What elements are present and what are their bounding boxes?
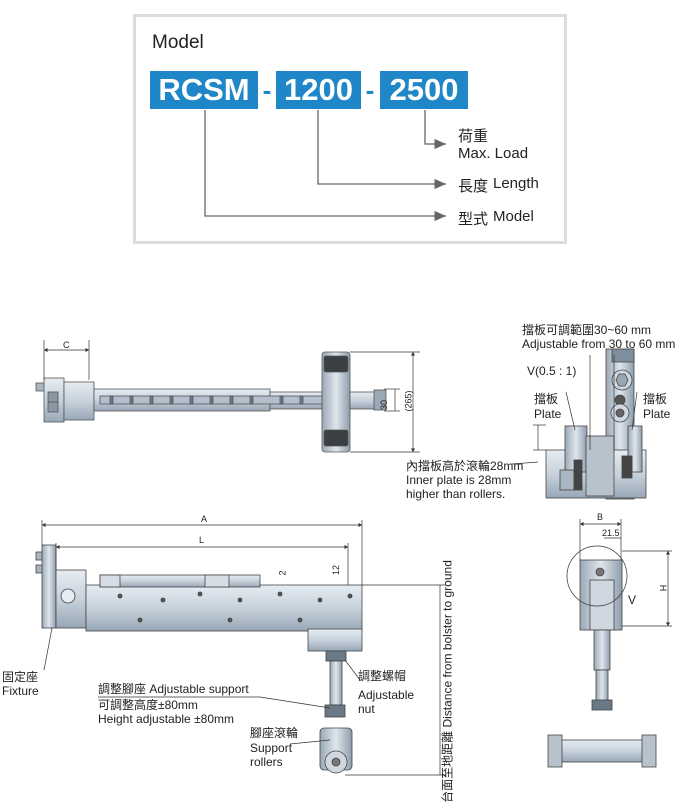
adjust-range-en: Adjustable from 30 to 60 mm	[522, 337, 676, 351]
view-v-marker: V	[628, 593, 637, 607]
model-type-code: RCSM	[150, 71, 258, 109]
legend-model-zh: 型式	[458, 211, 489, 228]
support-rollers-en-2: rollers	[250, 755, 283, 769]
plate-left-zh: 擋板	[534, 392, 559, 406]
distance-to-ground-label: 台面至地距離 Distance from bolster to ground	[440, 560, 455, 803]
top-view-drawing	[35, 351, 387, 453]
fixture-zh: 固定座	[2, 670, 39, 684]
support-rollers-en-1: Support	[250, 741, 293, 755]
dim-21-5-label: 21.5	[602, 528, 620, 538]
fixture-en: Fixture	[2, 684, 39, 698]
dim-2-label: 2	[277, 570, 288, 576]
code-dash-1: -	[262, 75, 272, 105]
height-adjust-en: Height adjustable ±80mm	[98, 712, 234, 726]
inner-plate-zh: 內擋板高於滾輪28mm	[406, 459, 524, 473]
top-view-dimensions	[43, 340, 420, 453]
adjustable-nut-en-2: nut	[358, 702, 375, 716]
legend-load-zh: 荷重	[458, 128, 489, 145]
inner-plate-en-2: higher than rollers.	[406, 487, 506, 501]
legend-model-en: Model	[493, 208, 534, 225]
plate-left-en: Plate	[534, 407, 562, 421]
adjustable-support-label: 調整腳座 Adjustable support	[98, 682, 249, 696]
dim-265-label: (265)	[403, 390, 414, 412]
detail-scale-label: V(0.5 : 1)	[527, 364, 577, 378]
model-title: Model	[152, 32, 204, 53]
plate-right-en: Plate	[643, 407, 671, 421]
detail-view-leaders	[511, 355, 638, 465]
side-view-dimensions	[41, 520, 446, 776]
side-view-drawing	[35, 544, 363, 774]
front-view-drawing	[547, 559, 657, 768]
dim-h-label: H	[658, 584, 669, 592]
dim-30-label: 30	[379, 399, 390, 411]
legend-load-en: Max. Load	[458, 145, 529, 162]
legend-length-en: Length	[493, 175, 539, 192]
adjustable-nut-zh: 調整螺帽	[358, 669, 407, 683]
front-view-dimensions	[566, 519, 672, 627]
load-code: 2500	[380, 71, 468, 109]
dim-b-label: B	[597, 512, 604, 522]
plate-right-zh: 擋板	[643, 392, 668, 406]
legend-length-zh: 長度	[458, 178, 489, 195]
detail-view-drawing	[545, 348, 647, 500]
height-adjust-zh: 可調整高度±80mm	[98, 698, 198, 712]
adjust-range-zh: 擋板可調範圍30~60 mm	[522, 323, 652, 337]
dim-c-label: C	[63, 340, 70, 350]
inner-plate-en-1: Inner plate is 28mm	[406, 473, 512, 487]
length-code: 1200	[276, 71, 361, 109]
dim-l-label: L	[199, 535, 205, 545]
dim-a-label: A	[201, 514, 208, 524]
model-legend-arrows	[204, 110, 446, 222]
dim-12-label: 12	[331, 564, 342, 576]
adjustable-nut-en-1: Adjustable	[358, 688, 415, 702]
code-dash-2: -	[365, 75, 375, 105]
support-rollers-zh: 腳座滾輪	[250, 726, 299, 740]
